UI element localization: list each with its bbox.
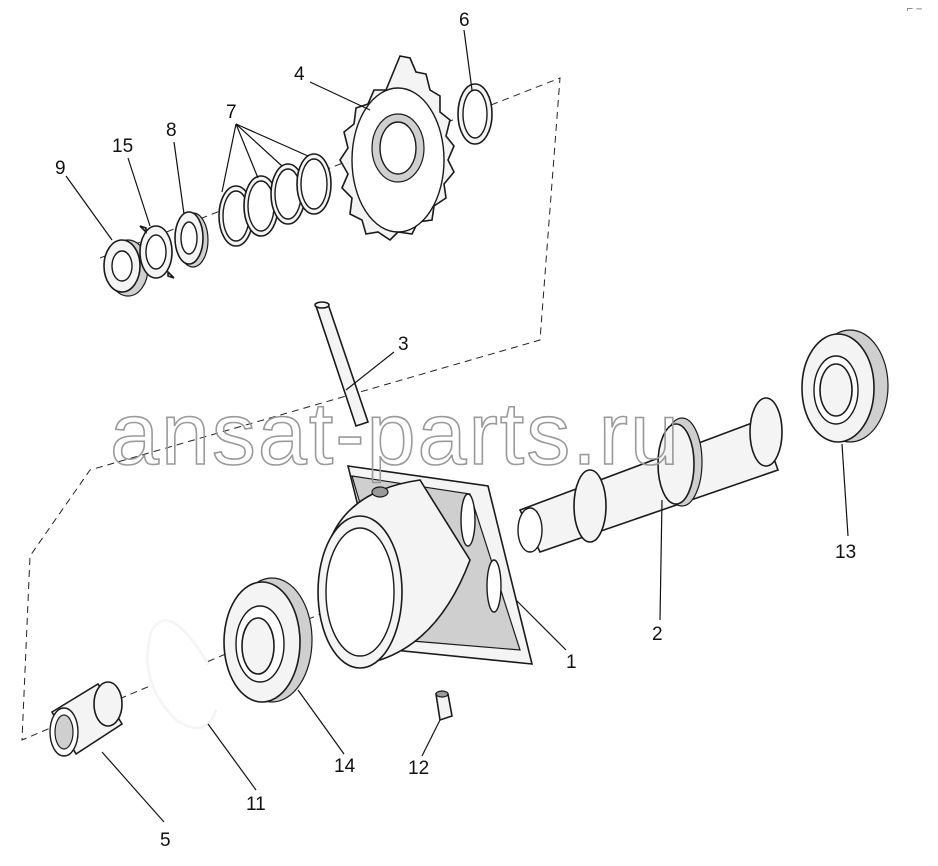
callout-15: 15 (112, 136, 133, 157)
assembly-axis-upper (21, 77, 561, 741)
part-6-ring (457, 83, 493, 145)
callout-9: 9 (55, 158, 66, 179)
callout-5: 5 (160, 830, 171, 851)
part-13-bearing (801, 329, 889, 443)
leader-3 (345, 351, 395, 391)
part-11-snap-ring (146, 619, 218, 730)
leader-7a (221, 123, 237, 193)
part-3-pin (314, 301, 370, 428)
leader-13 (841, 443, 849, 537)
leader-5 (101, 751, 165, 823)
callout-13: 13 (835, 542, 856, 563)
leader-7d (235, 123, 309, 157)
callout-8: 8 (166, 120, 177, 141)
leader-lines (65, 29, 849, 823)
leader-2 (659, 499, 663, 621)
callout-12: 12 (408, 758, 429, 779)
callout-1: 1 (566, 652, 577, 673)
leader-7b (235, 123, 259, 179)
part-14-bearing (223, 577, 313, 703)
callout-11: 11 (246, 794, 266, 815)
leader-7c (235, 123, 283, 167)
part-1-housing (317, 465, 534, 669)
part-8-washer (174, 211, 209, 268)
part-9-nut (103, 239, 149, 297)
leader-14 (297, 689, 345, 755)
watermark-text: ansat-parts.ru (110, 384, 681, 483)
part-15-lock-washer (139, 225, 175, 279)
leader-1 (515, 599, 567, 651)
part-4-sprocket (339, 55, 455, 242)
part-5-bushing (49, 681, 124, 757)
corner-mark: ⌐ ─ (906, 5, 922, 15)
callout-14: 14 (334, 756, 356, 777)
leader-6 (463, 29, 473, 91)
callout-2: 2 (652, 624, 663, 645)
callout-7: 7 (226, 102, 237, 123)
callout-6: 6 (459, 10, 470, 31)
part-2-shaft (517, 397, 783, 553)
part-7-shims (218, 153, 332, 247)
leader-11 (207, 723, 257, 791)
leader-15 (127, 157, 151, 227)
callout-3: 3 (398, 334, 409, 355)
leader-9 (65, 175, 113, 241)
part-12-grease-fitting (435, 690, 453, 722)
leader-8 (173, 141, 185, 215)
callout-4: 4 (294, 64, 305, 85)
leader-4 (309, 81, 371, 111)
leader-12 (421, 719, 441, 757)
